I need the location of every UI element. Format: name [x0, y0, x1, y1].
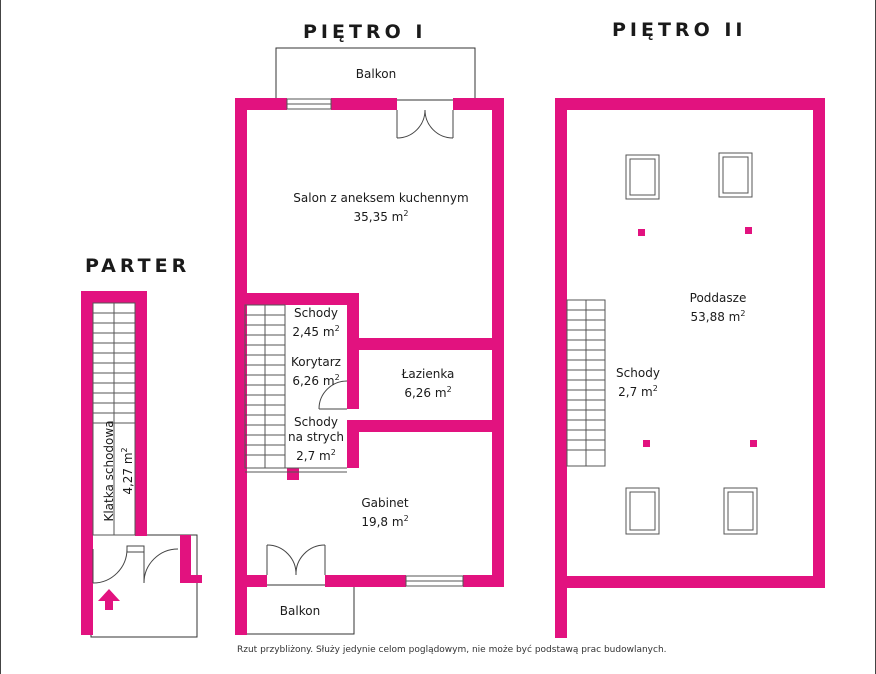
room-label-poddasze: Poddasze 53,88 m2	[673, 291, 763, 325]
walls-floor-2	[555, 98, 825, 638]
title-floor-2: PIĘTRO II	[612, 19, 747, 41]
room-area: 6,26 m	[404, 386, 447, 400]
stairs-ground-floor	[92, 302, 136, 536]
room-area: 2,7 m	[296, 449, 331, 463]
area-unit-sup: 2	[334, 324, 340, 333]
room-label-balkon-bottom: Balkon	[265, 604, 335, 619]
room-area: 19,8 m	[361, 515, 404, 529]
room-name: Schody	[294, 415, 338, 429]
room-name: Balkon	[279, 604, 321, 618]
room-area: 53,88 m	[690, 310, 741, 324]
area-unit-sup: 2	[652, 384, 658, 393]
room-name: Balkon	[355, 67, 397, 81]
room-name: Schody	[616, 366, 660, 380]
room-name: Poddasze	[689, 291, 747, 305]
area-unit-sup: 2	[403, 514, 409, 523]
room-label-salon: Salon z aneksem kuchennym 35,35 m2	[286, 191, 476, 225]
room-name: Gabinet	[361, 496, 409, 510]
room-area: 4,27 m	[121, 452, 135, 495]
title-ground-floor: PARTER	[85, 255, 191, 277]
disclaimer-note: Rzut przybliżony. Służy jedynie celom po…	[237, 645, 667, 655]
title-floor-1: PIĘTRO I	[303, 21, 427, 43]
area-unit-sup: 2	[334, 373, 340, 382]
room-area: 2,45 m	[292, 325, 335, 339]
room-label-gabinet: Gabinet 19,8 m2	[345, 496, 425, 530]
walls-ground-floor	[81, 291, 202, 635]
columns	[638, 227, 757, 447]
room-name: Łazienka	[401, 367, 455, 381]
room-name: Schody	[294, 306, 338, 320]
walls-floor-1	[235, 98, 504, 635]
room-label-balkon-top: Balkon	[341, 67, 411, 82]
room-area: 35,35 m	[353, 210, 404, 224]
room-name: Korytarz	[291, 355, 341, 369]
room-label-schody-1: Schody 2,45 m2	[283, 306, 349, 340]
room-label-korytarz: Korytarz 6,26 m2	[283, 355, 349, 389]
area-unit-sup: 2	[403, 209, 409, 218]
room-area: 6,26 m	[292, 374, 335, 388]
room-name: Klatka schodowa	[102, 420, 116, 522]
room-name-line2: na strych	[288, 430, 344, 444]
room-label-schody-strych: Schody na strych 2,7 m2	[283, 415, 349, 464]
room-label-schody-2: Schody 2,7 m2	[605, 366, 671, 400]
area-unit-sup: 2	[330, 448, 336, 457]
area-unit-sup: 2	[120, 447, 129, 453]
room-name: Salon z aneksem kuchennym	[293, 191, 469, 205]
skylights	[625, 152, 758, 535]
windows-floor-1	[286, 98, 464, 587]
area-unit-sup: 2	[740, 309, 746, 318]
room-label-lazienka: Łazienka 6,26 m2	[389, 367, 467, 401]
room-area: 2,7 m	[618, 385, 653, 399]
area-unit-sup: 2	[446, 385, 452, 394]
stairs-floor-1	[244, 304, 347, 473]
doors-floor-1	[266, 109, 454, 576]
doors-ground-floor	[92, 545, 179, 584]
stairs-floor-2	[566, 299, 606, 467]
arrow-up-icon	[98, 589, 120, 610]
room-label-klatka: Klatka schodowa 4,27 m2	[102, 411, 136, 531]
